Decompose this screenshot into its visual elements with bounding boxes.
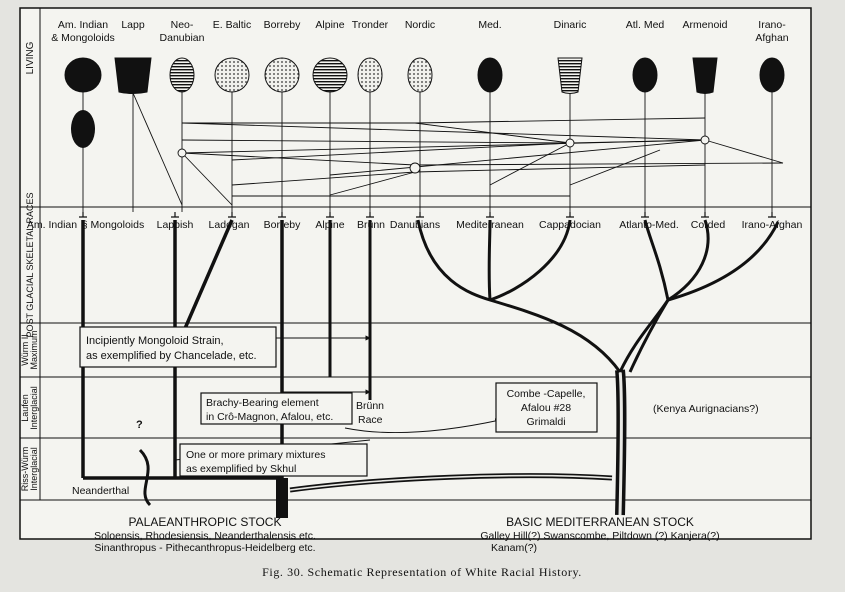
living-race-label: Borreby xyxy=(264,19,302,31)
living-race-label-line2: & Mongoloids xyxy=(51,32,115,44)
living-races-group: Am. Indian& Mongoloids Lapp Neo-Danubian E.… xyxy=(51,19,789,212)
mediterranean-stock-line1: Galley Hill(?) Swanscombe, Piltdown (?) … xyxy=(480,530,719,542)
lineage-node-marker xyxy=(641,212,649,218)
brunn-race-line2: Race xyxy=(358,414,383,426)
lineage-node-marker xyxy=(566,212,574,218)
lineage-node-marker xyxy=(701,212,709,218)
brachy-element-box xyxy=(200,392,353,425)
combe-line2: Afalou #28 xyxy=(521,402,571,414)
living-race-label: E. Baltic xyxy=(213,19,252,31)
skull-shape-icon xyxy=(114,57,152,94)
brunn-race-line1: Brünn xyxy=(356,400,384,412)
mongoloid-strain-box xyxy=(79,326,277,368)
lineage-node-marker xyxy=(278,212,286,218)
kenya-aurignacians: (Kenya Aurignacians?) xyxy=(653,403,759,415)
skull-shape-icon xyxy=(64,57,102,93)
palaeanthropic-stock-title: PALAEANTHROPIC STOCK xyxy=(129,515,282,529)
living-race-label: Irano- xyxy=(758,19,786,31)
living-race-label: Nordic xyxy=(405,19,435,31)
figure-caption: Fig. 30. Schematic Representation of Whi… xyxy=(262,565,582,579)
lineage-node-marker xyxy=(228,212,236,218)
mediterranean-tree xyxy=(416,219,780,516)
skull-shape-icon xyxy=(759,57,785,93)
living-race-label-line2: Afghan xyxy=(755,32,788,44)
combe-line1: Combe -Capelle, xyxy=(507,388,586,400)
lineage-node-marker xyxy=(79,212,87,218)
primary-mixtures-box xyxy=(179,443,368,477)
period-label-living: LIVING xyxy=(25,41,36,74)
living-race-label: Neo- xyxy=(171,19,194,31)
period-label-riss-b: Interglacial xyxy=(29,447,39,491)
period-label-laufen-a: Laufen xyxy=(20,394,30,422)
mixtures-line1: One or more primary mixtures xyxy=(186,449,325,461)
skull-shape-icon xyxy=(214,57,250,93)
skeletal-race-label: § Mongoloids xyxy=(82,219,144,231)
skull-shape-icon xyxy=(407,57,433,93)
brachy-line2: in Crô-Magnon, Afalou, etc. xyxy=(206,411,333,423)
period-label-laufen-b: Interglacial xyxy=(29,386,39,430)
lineage-node-marker xyxy=(768,212,776,218)
palaeanthropic-stock-line2: Sinanthropus - Pithecanthropus-Heidelber… xyxy=(94,542,315,554)
skeletal-race-label: Irano-Afghan xyxy=(742,219,803,231)
mixtures-line2: as exemplified by Skhul xyxy=(186,463,296,475)
period-label-wurm-a: Würm II xyxy=(20,334,30,366)
skull-shape-icon xyxy=(71,110,95,148)
skull-shape-icon xyxy=(264,57,300,93)
skeletal-race-label: Atlanto-Med. xyxy=(619,219,679,231)
living-race-label: Alpine xyxy=(315,19,344,31)
skull-shape-icon xyxy=(632,57,658,93)
mongoloid-strain-line1: Incipiently Mongoloid Strain, xyxy=(86,335,224,347)
living-race-label: Lapp xyxy=(121,19,145,31)
brachy-line1: Brachy-Bearing element xyxy=(206,397,319,409)
skeletal-race-label: Danubians xyxy=(390,219,440,231)
skull-shape-icon xyxy=(312,57,348,93)
living-race-label: Med. xyxy=(478,19,501,31)
mediterranean-stock-title: BASIC MEDITERRANEAN STOCK xyxy=(506,515,694,529)
lineage-node-marker xyxy=(366,212,374,218)
skeletal-race-label: Am. Indian xyxy=(27,219,77,231)
combe-capelle-box xyxy=(495,382,598,433)
skull-shape-icon xyxy=(169,57,195,93)
palaeanthropic-stock-line1: Soloensis, Rhodesiensis, Neanderthalensi… xyxy=(94,530,316,542)
living-race-label: Atl. Med xyxy=(626,19,665,31)
living-race-label: Armenoid xyxy=(683,19,728,31)
neanderthal-label: Neanderthal xyxy=(72,485,129,497)
living-race-label: Dinaric xyxy=(554,19,587,31)
lineage-node-marker xyxy=(171,212,179,218)
skull-shape-icon xyxy=(557,57,583,94)
living-race-label-line2: Danubian xyxy=(160,32,205,44)
question-mark: ? xyxy=(136,419,143,431)
living-race-label: Am. Indian xyxy=(58,19,108,31)
skull-shape-icon xyxy=(692,57,718,94)
diagram-frame xyxy=(19,7,812,540)
mongoloid-strain-line2: as exemplified by Chancelade, etc. xyxy=(86,350,257,362)
mixture-network xyxy=(132,92,784,206)
living-race-label: Tronder xyxy=(352,19,389,31)
lineage-node-marker xyxy=(416,212,424,218)
lineage-node-marker xyxy=(326,212,334,218)
lineage-node-marker xyxy=(486,212,494,218)
period-label-wurm-b: Maximum xyxy=(29,330,39,369)
skull-shape-icon xyxy=(357,57,383,93)
skull-shape-icon xyxy=(477,57,503,93)
combe-line3: Grimaldi xyxy=(526,416,565,428)
mediterranean-stock-line2: Kanam(?) xyxy=(491,542,537,554)
skeletal-race-label: Corded xyxy=(691,219,726,231)
period-label-riss-a: Riss-Würm xyxy=(20,447,30,492)
period-label-postglacial: POST GLACIAL SKELETAL RACES xyxy=(25,192,35,337)
